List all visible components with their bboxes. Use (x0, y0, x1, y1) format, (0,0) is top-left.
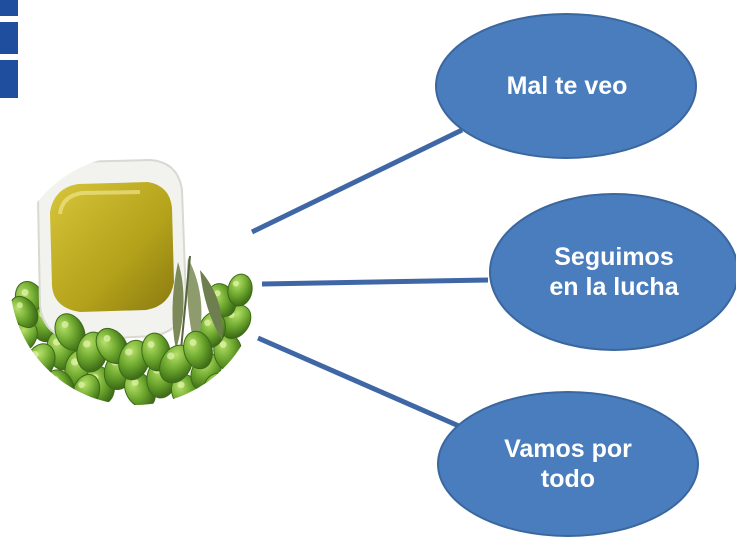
olive-oil-bowl-icon (10, 155, 260, 405)
olive-highlight (204, 319, 211, 327)
bowl-of-olive-oil (36, 158, 188, 342)
node-mal-te-veo-bubble (435, 13, 697, 159)
olive-highlight (125, 348, 133, 356)
olive-highlight (103, 334, 111, 342)
olive-highlight (83, 340, 91, 348)
olive-highlight (61, 320, 69, 328)
node-vamos-bubble (437, 391, 699, 537)
node-mal-te-veo-label: Mal te veo (506, 71, 628, 100)
olive-highlight (232, 280, 239, 287)
accent-block-top (0, 0, 18, 16)
olive-highlight (177, 381, 185, 389)
connector-to-vamos (256, 335, 470, 433)
olive-highlight (21, 288, 29, 296)
olive-highlight (131, 378, 139, 386)
olive-highlight (147, 340, 155, 348)
connector-to-mal-te-veo (250, 127, 464, 235)
olive-highlight (71, 358, 79, 366)
node-seguimos-label: Seguimos en la lucha (549, 242, 679, 302)
accent-block-bottom (0, 60, 18, 98)
olive-highlight (31, 350, 39, 358)
olive-highlight (214, 290, 221, 297)
olive-highlight (78, 381, 85, 389)
olive-highlight (16, 302, 23, 309)
node-vamos-label: Vamos por todo (504, 434, 632, 494)
olive-highlight (14, 327, 21, 335)
accent-block-middle (0, 22, 18, 54)
olive-highlight (208, 380, 215, 387)
node-seguimos-bubble (489, 193, 736, 351)
olive-leaves (172, 255, 223, 361)
olive-highlight (189, 338, 197, 346)
olive-highlight (52, 376, 59, 383)
connector-to-seguimos (261, 277, 489, 287)
olive-highlight (219, 340, 227, 348)
olive-highlight (167, 352, 175, 360)
